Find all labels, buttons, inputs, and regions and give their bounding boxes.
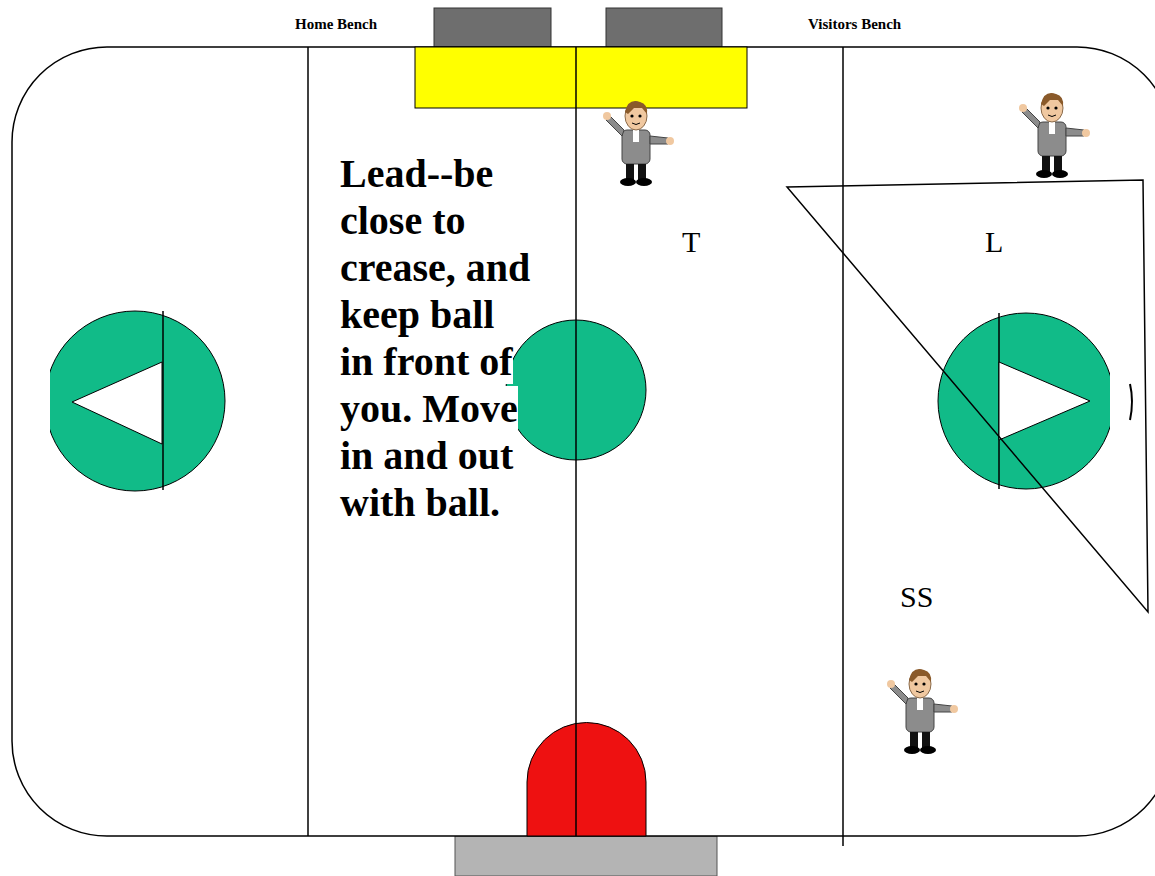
rink-boards	[12, 47, 1155, 836]
home-bench	[434, 8, 551, 47]
position-letter: T	[682, 225, 700, 259]
visitors-bench	[606, 8, 722, 47]
referee-figure	[603, 101, 674, 186]
bench-label: Visitors Bench	[808, 16, 901, 33]
bench-label: Home Bench	[295, 16, 377, 33]
referee-figure	[1019, 93, 1090, 178]
penalty-box	[455, 836, 717, 876]
position-letter: L	[985, 225, 1003, 259]
note-text: Lead--be close to crease, and keep ball …	[340, 151, 530, 525]
bench-label: Home Bench	[295, 16, 377, 32]
faceoff-circle	[938, 313, 1110, 489]
faceoff-circle	[50, 311, 225, 491]
goal-triangle	[999, 362, 1090, 440]
note-text: Lead--be close to crease, and keep ball …	[340, 150, 536, 526]
bench-label: Visitors Bench	[808, 16, 901, 32]
position-letter: SS	[900, 580, 933, 613]
crease	[527, 723, 646, 837]
goal-triangle	[72, 362, 162, 444]
position-letter: SS	[900, 580, 933, 614]
position-letter: L	[985, 225, 1003, 258]
position-letter: T	[682, 225, 700, 258]
coverage-area	[787, 180, 1148, 612]
bench-area	[415, 47, 747, 108]
referee-figure	[887, 669, 958, 754]
